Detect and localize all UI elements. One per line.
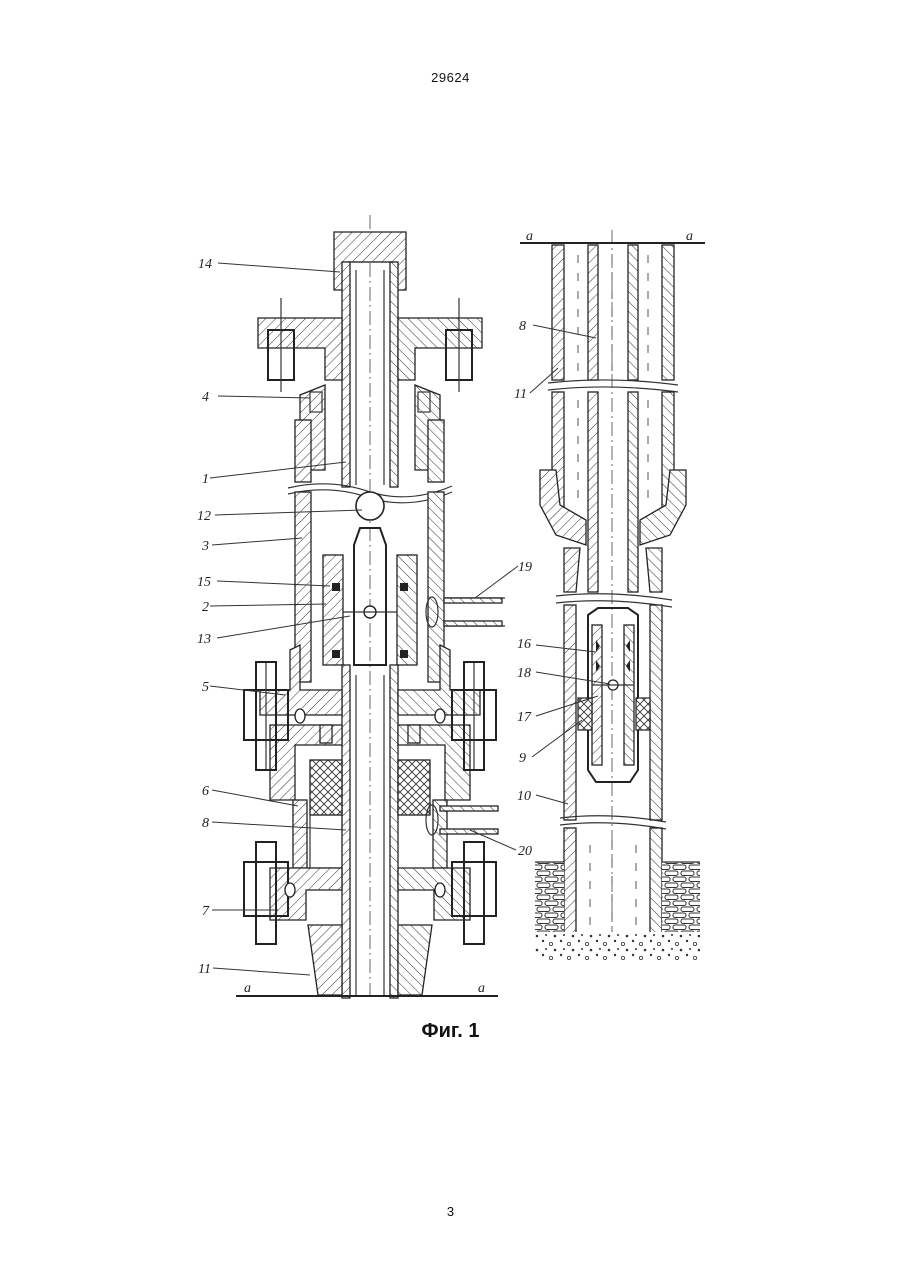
label-4: 4 (202, 390, 209, 405)
label-11-right: 11 (514, 387, 527, 402)
label-10: 10 (517, 789, 531, 804)
technical-drawing-figure: 14 4 1 12 3 15 2 13 5 6 8 7 11 19 20 8 1… (0, 0, 901, 1000)
section-mark-left-a1: a (244, 981, 251, 996)
section-mark-right-a2: a (686, 229, 693, 244)
label-19: 19 (518, 560, 532, 575)
label-12: 12 (197, 509, 211, 524)
right-sectional-view (520, 230, 705, 960)
label-1: 1 (202, 472, 209, 487)
label-18: 18 (517, 666, 531, 681)
label-8: 8 (202, 816, 209, 831)
label-3: 3 (201, 539, 209, 554)
label-6: 6 (202, 784, 209, 799)
casing-upper (552, 245, 674, 380)
well-bottom (535, 828, 700, 960)
label-15: 15 (197, 575, 211, 590)
label-20: 20 (518, 844, 532, 859)
label-14: 14 (198, 257, 212, 272)
left-sectional-view (236, 215, 505, 1000)
label-13: 13 (197, 632, 211, 647)
check-ball (356, 492, 384, 520)
packer-section (564, 605, 662, 820)
label-8-right: 8 (519, 319, 526, 334)
plunger-assembly (323, 528, 417, 665)
label-16: 16 (517, 637, 531, 652)
section-mark-right-a1: a (526, 229, 533, 244)
page-number: 3 (0, 1204, 901, 1219)
label-2: 2 (202, 600, 209, 615)
section-mark-left-a2: a (478, 981, 485, 996)
label-9: 9 (519, 751, 526, 766)
label-5: 5 (202, 680, 209, 695)
label-11: 11 (198, 962, 211, 977)
label-17: 17 (517, 710, 532, 725)
label-7: 7 (202, 904, 210, 919)
figure-caption: Фиг. 1 (0, 1020, 901, 1043)
